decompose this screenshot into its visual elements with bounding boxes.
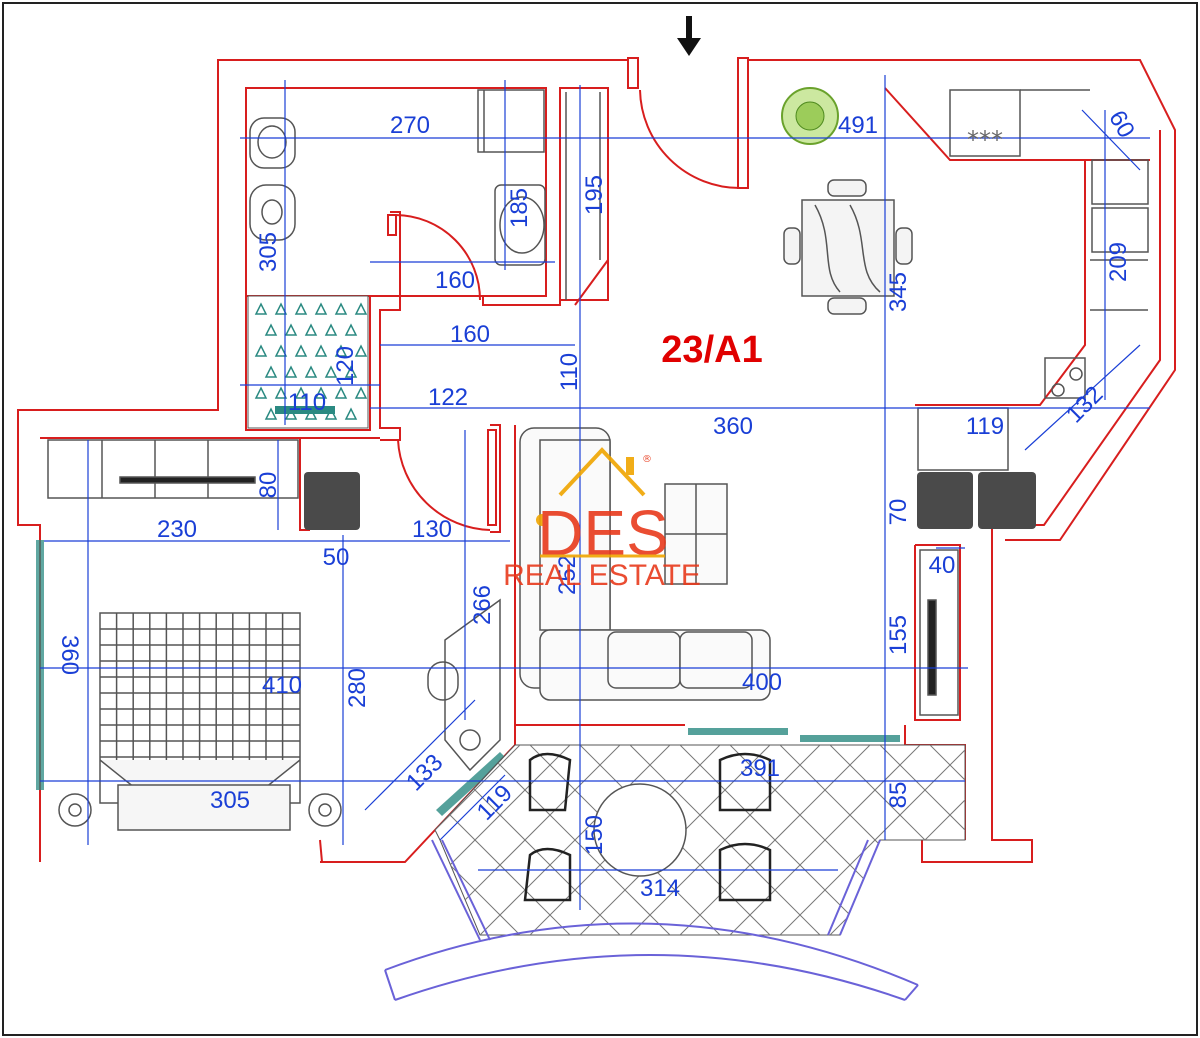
dim-hall-lower: 122	[428, 384, 468, 411]
hob-marks: ***	[967, 126, 1003, 154]
dim-wardrobe-depth: 80	[255, 472, 282, 499]
dining-table	[783, 179, 913, 315]
bathroom-door	[387, 214, 481, 301]
dim-living-lower: 155	[885, 615, 912, 655]
plant-icon	[781, 87, 839, 145]
shower-tiles	[247, 295, 369, 429]
balcony	[434, 744, 966, 936]
bathroom-fixtures	[249, 89, 601, 300]
dim-bed-gap: 50	[323, 544, 350, 571]
dim-living-middle: 252	[554, 555, 581, 595]
dim-balcony-length: 314	[640, 875, 680, 902]
dim-bed-height: 360	[56, 635, 83, 675]
exterior-walls	[17, 59, 1176, 863]
tv-unit	[919, 549, 959, 716]
dim-bath-door: 160	[435, 267, 475, 294]
dim-balcony-depth: 150	[581, 815, 608, 855]
dim-fridge-depth: 40	[929, 552, 956, 579]
dim-balcony-side: 85	[885, 782, 912, 809]
dim-living-length: 400	[742, 669, 782, 696]
logo-subtitle: REAL ESTATE	[503, 559, 701, 592]
balcony-railing	[384, 839, 919, 1001]
dim-diag-a: 133	[401, 749, 448, 796]
wardrobe	[47, 439, 299, 499]
corridor-storage	[427, 598, 501, 772]
dim-bath-height: 305	[255, 232, 282, 272]
dim-counter: 119	[966, 413, 1004, 440]
entrance-arrow-icon	[677, 16, 701, 56]
interior-walls	[40, 87, 1150, 840]
dim-balcony-width: 391	[740, 755, 780, 782]
unit-label: 23/A1	[661, 329, 762, 371]
dim-kitchen-side: 209	[1105, 242, 1132, 282]
bedroom-door	[397, 429, 497, 531]
bedroom-window	[36, 540, 44, 790]
kitchen-counter	[917, 89, 1149, 471]
dim-bed-inner: 280	[344, 668, 371, 708]
dim-kitchen-diag: 132	[1061, 381, 1108, 428]
dimension-labels: 270 305 185 195 160 160 120 110 110 122 …	[56, 106, 1140, 902]
des-logo-watermark: DES REAL ESTATE ®	[503, 447, 701, 592]
dim-bath-inner-height: 185	[506, 188, 533, 228]
bed	[58, 612, 342, 831]
dim-kitchen-width: 491	[838, 112, 878, 139]
dimension-lines	[40, 75, 1150, 910]
dim-shower-height: 120	[332, 346, 359, 386]
entrance-door	[627, 57, 749, 189]
dim-corridor: 266	[469, 585, 496, 625]
dim-living-side: 70	[885, 499, 912, 526]
dim-hall-depth: 110	[556, 353, 583, 391]
dim-bed-width: 230	[157, 516, 197, 543]
dim-bed-door: 130	[412, 516, 452, 543]
dim-bed-foot: 305	[210, 787, 250, 814]
dim-bath-depth: 195	[581, 175, 608, 215]
sofa	[519, 427, 771, 701]
living-window	[436, 728, 900, 816]
dim-hall-width: 160	[450, 321, 490, 348]
dim-living-width: 360	[713, 413, 753, 440]
dim-bath-width: 270	[390, 112, 430, 139]
dim-shower-width: 110	[288, 389, 326, 416]
appliances	[304, 472, 1036, 530]
logo-registered-mark: ®	[642, 454, 652, 465]
dim-kitchen-height: 345	[885, 272, 912, 312]
dim-bed-length: 410	[262, 672, 302, 699]
